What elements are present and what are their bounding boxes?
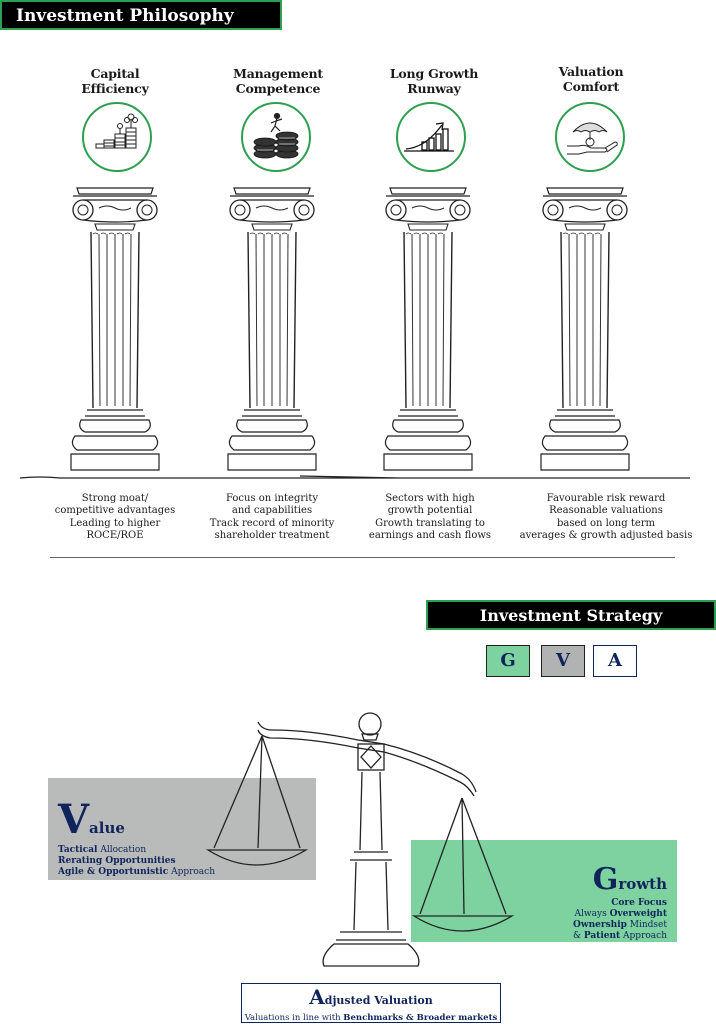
desc-line: competitive advantages [54, 505, 176, 517]
pillar-title-line: Capital [90, 66, 140, 81]
desc-line: Favourable risk reward [546, 493, 666, 504]
pillar-desc-capital-efficiency: Strong moat/ competitive advantages Lead… [30, 493, 200, 543]
desc-line: ROCE/ROE [86, 530, 144, 542]
value-heading: Value [58, 800, 125, 840]
pillar-title-valuation-comfort: Valuation Comfort [526, 64, 656, 94]
growth-word-rest: rowth [618, 875, 667, 893]
desc-line: Sectors with high [385, 493, 475, 504]
desc-line: Leading to higher [69, 517, 161, 529]
desc-line: growth potential [387, 505, 473, 517]
pillar-desc-valuation-comfort: Favourable risk reward Reasonable valuat… [508, 493, 704, 543]
pillar-title-management-competence: Management Competence [213, 66, 343, 96]
desc-line: and capabilities [231, 505, 313, 517]
balance-scale-illustration [205, 712, 515, 967]
value-bullets: Tactical Allocation Rerating Opportuniti… [58, 845, 215, 878]
pillar-desc-management-competence: Focus on integrity and capabilities Trac… [187, 493, 357, 543]
desc-line: Growth translating to [375, 517, 485, 529]
pillar-title-capital-efficiency: Capital Efficiency [50, 66, 180, 96]
desc-line: Reasonable valuations [549, 505, 663, 517]
strategy-header-text: Investment Strategy [479, 606, 663, 625]
desc-line: based on long term [556, 517, 656, 529]
investment-strategy-header: Investment Strategy [426, 600, 716, 630]
pillar-title-line: Management [233, 66, 323, 81]
pillar-title-line: Long Growth [389, 66, 479, 81]
coins-climber-icon [241, 102, 311, 172]
pillar-title-line: Comfort [562, 79, 620, 94]
growth-bars-arrow-icon [396, 102, 466, 172]
value-line: Agile & Opportunistic Approach [58, 867, 216, 877]
adjusted-subtitle: Valuations in line with Benchmarks & Bro… [244, 1013, 498, 1023]
adjusted-heading: Adjusted Valuation [242, 987, 500, 1011]
value-word-rest: alue [89, 819, 125, 837]
adjusted-valuation-box: Adjusted Valuation Valuations in line wi… [241, 983, 501, 1023]
desc-line: Focus on integrity [225, 493, 319, 504]
desc-line: Track record of minority [209, 517, 335, 529]
pillar-title-line: Efficiency [81, 81, 149, 96]
growth-initial: G [592, 862, 619, 897]
growth-line: Always Overweight [574, 909, 667, 919]
adjusted-initial: A [309, 985, 325, 1009]
adjusted-word-rest: djusted Valuation [324, 994, 433, 1007]
pillar-title-line: Valuation [558, 64, 624, 79]
growth-line: & Patient Approach [572, 931, 667, 941]
value-line: Rerating Opportunities [58, 856, 176, 866]
section-divider [50, 557, 675, 558]
value-initial: V [58, 796, 90, 843]
desc-line: averages & growth adjusted basis [519, 530, 693, 542]
hand-umbrella-coin-icon [555, 102, 625, 172]
growth-panel: Growth Core Focus Always Overweight Owne… [411, 840, 677, 942]
gva-box-growth: G [486, 645, 530, 677]
pillar-title-line: Runway [407, 81, 461, 96]
coin-stacks-plant-icon [82, 102, 152, 172]
desc-line: earnings and cash flows [368, 530, 492, 542]
growth-line: Ownership Mindset [573, 920, 667, 930]
investment-philosophy-header: Investment Philosophy [0, 0, 282, 30]
pillar-desc-long-growth-runway: Sectors with high growth potential Growt… [345, 493, 515, 543]
ionic-columns-illustration [19, 187, 690, 479]
gva-box-value: V [541, 645, 585, 677]
philosophy-header-text: Investment Philosophy [16, 6, 234, 26]
pillar-title-line: Competence [235, 81, 321, 96]
growth-heading: Growth [593, 860, 667, 900]
growth-line: Core Focus [611, 898, 667, 908]
growth-bullets: Core Focus Always Overweight Ownership M… [573, 898, 667, 942]
value-line: Tactical Allocation [58, 845, 147, 855]
pillar-title-long-growth-runway: Long Growth Runway [369, 66, 499, 96]
desc-line: Strong moat/ [81, 493, 149, 504]
desc-line: shareholder treatment [214, 530, 330, 542]
gva-box-adjusted: A [593, 645, 637, 677]
